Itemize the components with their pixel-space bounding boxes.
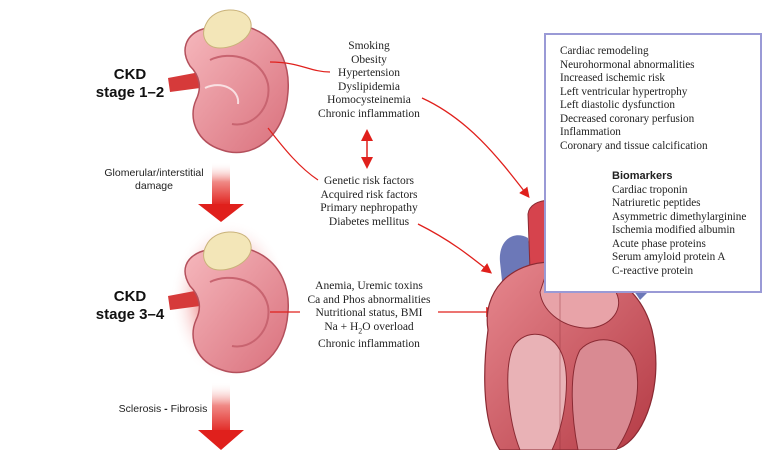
- arrow-risk-to-heart: [421, 97, 530, 199]
- stage-label-1-2: CKD stage 1–2: [90, 66, 170, 102]
- transition-2-left: Sclerosis: [118, 403, 162, 415]
- list-item: Ischemia modified albumin: [612, 224, 736, 236]
- transition-2-separator: -: [164, 403, 168, 415]
- list-item: Left diastolic dysfunction: [560, 99, 675, 111]
- list-item: Ca and Phos abnormalities: [307, 293, 431, 306]
- list-item: Hypertension: [338, 67, 400, 80]
- list-item: C-reactive protein: [612, 264, 694, 277]
- stage-3-4-line1: CKD: [113, 288, 147, 305]
- traditional-risk-factors-list: Smoking Obesity Hypertension Dyslipidemi…: [300, 40, 438, 122]
- list-item: Natriuretic peptides: [612, 197, 701, 209]
- list-item: Cardiac troponin: [612, 183, 688, 196]
- list-item: Cardiac remodeling: [560, 45, 649, 57]
- list-item: Asymmetric dimethylarginine: [612, 210, 747, 223]
- connector-kidney1-risk: [269, 61, 331, 73]
- list-item: Decreased coronary perfusion: [560, 112, 695, 125]
- list-item: Inflammation: [560, 126, 621, 138]
- kidney-stage-1-2: [168, 9, 289, 154]
- kidney-stage-3-4: [168, 220, 290, 380]
- list-item: Nutritional status, BMI: [315, 307, 423, 320]
- list-item: Chronic inflammation: [318, 337, 420, 350]
- list-item: Homocysteinemia: [327, 94, 411, 107]
- transition-caption-1: Glomerular/interstitial damage: [94, 167, 214, 193]
- transition-2-right: Fibrosis: [170, 403, 208, 415]
- genetic-risk-factors-list: Genetic risk factors Acquired risk facto…: [300, 175, 438, 229]
- list-item-water: Na + H2O overload: [296, 321, 442, 338]
- list-item: Acquired risk factors: [320, 188, 418, 201]
- arrow-genetic-to-heart: [417, 223, 493, 274]
- list-item: Chronic inflammation: [318, 107, 420, 120]
- connector-kidney1-genetic: [267, 127, 319, 181]
- list-item: Left ventricular hypertrophy: [560, 85, 688, 98]
- list-item: Increased ischemic risk: [560, 72, 665, 84]
- water-before: Na + H: [324, 320, 359, 333]
- list-item: Coronary and tissue calcification: [560, 139, 708, 152]
- list-item: Obesity: [351, 53, 387, 66]
- list-item: Dyslipidemia: [338, 80, 400, 93]
- cardiac-effects-list: Cardiac remodeling Neurohormonal abnorma…: [546, 35, 760, 153]
- list-item: Serum amyloid protein A: [612, 251, 726, 263]
- stage-1-2-line2: stage 1–2: [95, 84, 165, 101]
- cardiac-effects-box: Cardiac remodeling Neurohormonal abnorma…: [544, 33, 762, 293]
- transition-1-line2: damage: [135, 180, 173, 192]
- list-item: Genetic risk factors: [323, 175, 415, 187]
- progression-arrow-2: [198, 382, 244, 450]
- list-item: Anemia, Uremic toxins: [315, 280, 423, 292]
- list-item: Neurohormonal abnormalities: [560, 58, 695, 71]
- water-after: O overload: [362, 320, 414, 333]
- biomarkers-title: Biomarkers: [612, 170, 673, 182]
- list-item: Smoking: [348, 40, 390, 52]
- stage-3-4-line2: stage 3–4: [95, 306, 165, 323]
- list-item: Diabetes mellitus: [328, 215, 410, 228]
- transition-caption-2: Sclerosis - Fibrosis: [108, 403, 218, 416]
- biomarkers-list: Biomarkers Cardiac troponin Natriuretic …: [546, 170, 760, 278]
- transition-1-line1: Glomerular/interstitial: [104, 167, 204, 179]
- list-item: Primary nephropathy: [320, 202, 418, 215]
- list-item: Acute phase proteins: [612, 237, 706, 250]
- stage-1-2-line1: CKD: [113, 66, 147, 83]
- water-sub: 2: [358, 326, 363, 336]
- stage-label-3-4: CKD stage 3–4: [90, 288, 170, 324]
- progression-arrow-1: [198, 162, 244, 222]
- ckd-factors-list: Anemia, Uremic toxins Ca and Phos abnorm…: [296, 280, 442, 351]
